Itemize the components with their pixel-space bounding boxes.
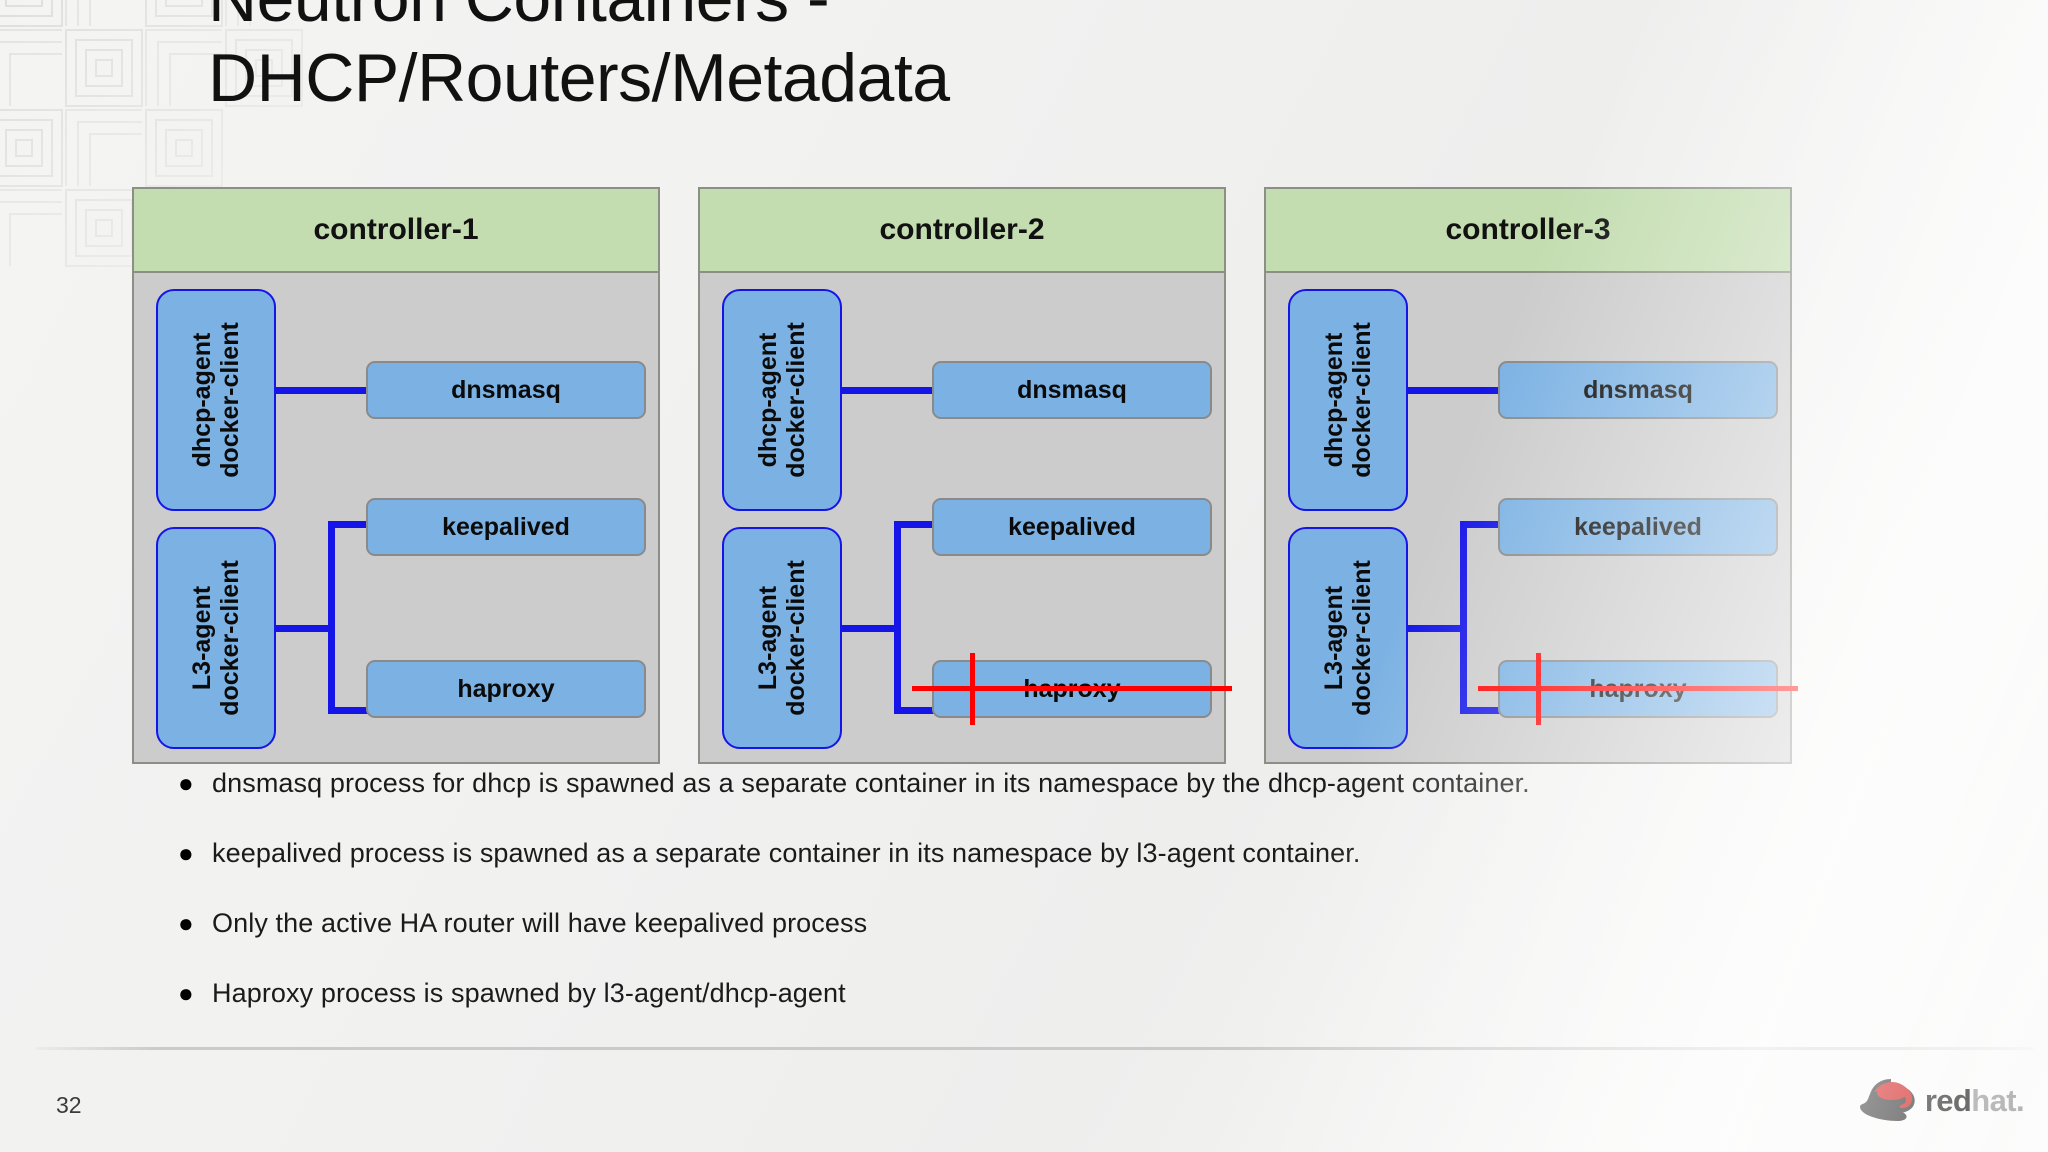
l3-agent-label: L3-agent docker-client xyxy=(1320,560,1376,716)
redhat-shadowman-icon xyxy=(1859,1079,1915,1121)
dhcp-agent-line2: docker-client xyxy=(782,322,811,478)
dnsmasq-box[interactable]: dnsmasq xyxy=(932,361,1212,419)
connector-l3-trunk xyxy=(1460,524,1467,714)
dhcp-agent-label: dhcp-agent docker-client xyxy=(1320,322,1376,478)
l3-agent-line1: L3-agent xyxy=(1320,585,1349,691)
dhcp-agent-box[interactable]: dhcp-agent docker-client xyxy=(156,289,276,511)
l3-agent-line1: L3-agent xyxy=(188,585,217,691)
l3-agent-line2: docker-client xyxy=(782,560,811,716)
panel-body: dhcp-agent docker-client L3-agent docker… xyxy=(1266,273,1798,762)
panel-title: controller-2 xyxy=(700,189,1224,273)
dhcp-agent-line2: docker-client xyxy=(1348,322,1377,478)
dhcp-agent-label: dhcp-agent docker-client xyxy=(188,322,244,478)
dhcp-agent-line2: docker-client xyxy=(216,322,245,478)
connector-dhcp-to-dnsmasq xyxy=(840,387,936,394)
bullet-text: Haproxy process is spawned by l3-agent/d… xyxy=(212,978,846,1008)
haproxy-box[interactable]: haproxy xyxy=(366,660,646,718)
bullet-marker-icon: ● xyxy=(178,768,194,798)
dhcp-agent-box[interactable]: dhcp-agent docker-client xyxy=(722,289,842,511)
keepalived-box[interactable]: keepalived xyxy=(366,498,646,556)
haproxy-strike-vertical xyxy=(1536,653,1541,725)
l3-agent-box[interactable]: L3-agent docker-client xyxy=(722,527,842,749)
panel-title: controller-1 xyxy=(134,189,658,273)
connector-l3-to-keepalived xyxy=(894,521,938,528)
dhcp-agent-line1: dhcp-agent xyxy=(188,332,217,468)
keepalived-box[interactable]: keepalived xyxy=(1498,498,1778,556)
footer-divider xyxy=(36,1047,2034,1050)
dhcp-agent-label: dhcp-agent docker-client xyxy=(754,322,810,478)
slide-title: Neutron Containers - DHCP/Routers/Metada… xyxy=(208,0,950,117)
connector-l3-stub xyxy=(840,625,900,632)
controller-panel: controller-1 dhcp-agent docker-client L3… xyxy=(132,187,660,764)
bullet-marker-icon: ● xyxy=(178,978,194,1008)
bullet-list: ● dnsmasq process for dhcp is spawned as… xyxy=(178,766,1978,1046)
connector-l3-to-haproxy xyxy=(894,707,938,714)
haproxy-strike-horizontal xyxy=(1478,686,1798,691)
l3-agent-box[interactable]: L3-agent docker-client xyxy=(1288,527,1408,749)
list-item: ● keepalived process is spawned as a sep… xyxy=(178,836,1978,870)
list-item: ● Haproxy process is spawned by l3-agent… xyxy=(178,976,1978,1010)
panel-body: dhcp-agent docker-client L3-agent docker… xyxy=(700,273,1232,762)
connector-l3-to-keepalived xyxy=(328,521,372,528)
connector-dhcp-to-dnsmasq xyxy=(1406,387,1502,394)
connector-l3-stub xyxy=(274,625,334,632)
connector-l3-to-haproxy xyxy=(328,707,372,714)
connector-l3-trunk xyxy=(894,524,901,714)
list-item: ● dnsmasq process for dhcp is spawned as… xyxy=(178,766,1978,800)
dhcp-agent-line1: dhcp-agent xyxy=(1320,332,1349,468)
dhcp-agent-box[interactable]: dhcp-agent docker-client xyxy=(1288,289,1408,511)
panel-title: controller-3 xyxy=(1266,189,1790,273)
dhcp-agent-line1: dhcp-agent xyxy=(754,332,783,468)
l3-agent-line1: L3-agent xyxy=(754,585,783,691)
logo-word-hat: hat. xyxy=(1971,1082,2024,1118)
panel-body: dhcp-agent docker-client L3-agent docker… xyxy=(134,273,658,762)
page-number: 32 xyxy=(56,1092,82,1118)
connector-dhcp-to-dnsmasq xyxy=(274,387,370,394)
logo-word-red: red xyxy=(1924,1082,1972,1118)
redhat-wordmark: redhat. xyxy=(1924,1082,2025,1118)
l3-agent-box[interactable]: L3-agent docker-client xyxy=(156,527,276,749)
connector-l3-stub xyxy=(1406,625,1466,632)
bullet-marker-icon: ● xyxy=(178,908,194,938)
keepalived-box[interactable]: keepalived xyxy=(932,498,1212,556)
bullet-text: Only the active HA router will have keep… xyxy=(212,908,868,938)
list-item: ● Only the active HA router will have ke… xyxy=(178,906,1978,940)
bullet-text: dnsmasq process for dhcp is spawned as a… xyxy=(212,768,1530,798)
haproxy-strike-horizontal xyxy=(912,686,1232,691)
connector-l3-trunk xyxy=(328,524,335,714)
haproxy-strike-vertical xyxy=(970,653,975,725)
controllers-diagram: controller-1 dhcp-agent docker-client L3… xyxy=(132,187,1798,764)
controller-panel: controller-2 dhcp-agent docker-client L3… xyxy=(698,187,1232,764)
l3-agent-line2: docker-client xyxy=(216,560,245,716)
dnsmasq-box[interactable]: dnsmasq xyxy=(1498,361,1778,419)
dnsmasq-box[interactable]: dnsmasq xyxy=(366,361,646,419)
bullet-text: keepalived process is spawned as a separ… xyxy=(212,838,1361,868)
bullet-marker-icon: ● xyxy=(178,838,194,868)
l3-agent-line2: docker-client xyxy=(1348,560,1377,716)
l3-agent-label: L3-agent docker-client xyxy=(188,560,244,716)
l3-agent-label: L3-agent docker-client xyxy=(754,560,810,716)
redhat-logo: redhat. xyxy=(1859,1078,2025,1122)
controller-panel: controller-3 dhcp-agent docker-client L3… xyxy=(1264,187,1798,764)
